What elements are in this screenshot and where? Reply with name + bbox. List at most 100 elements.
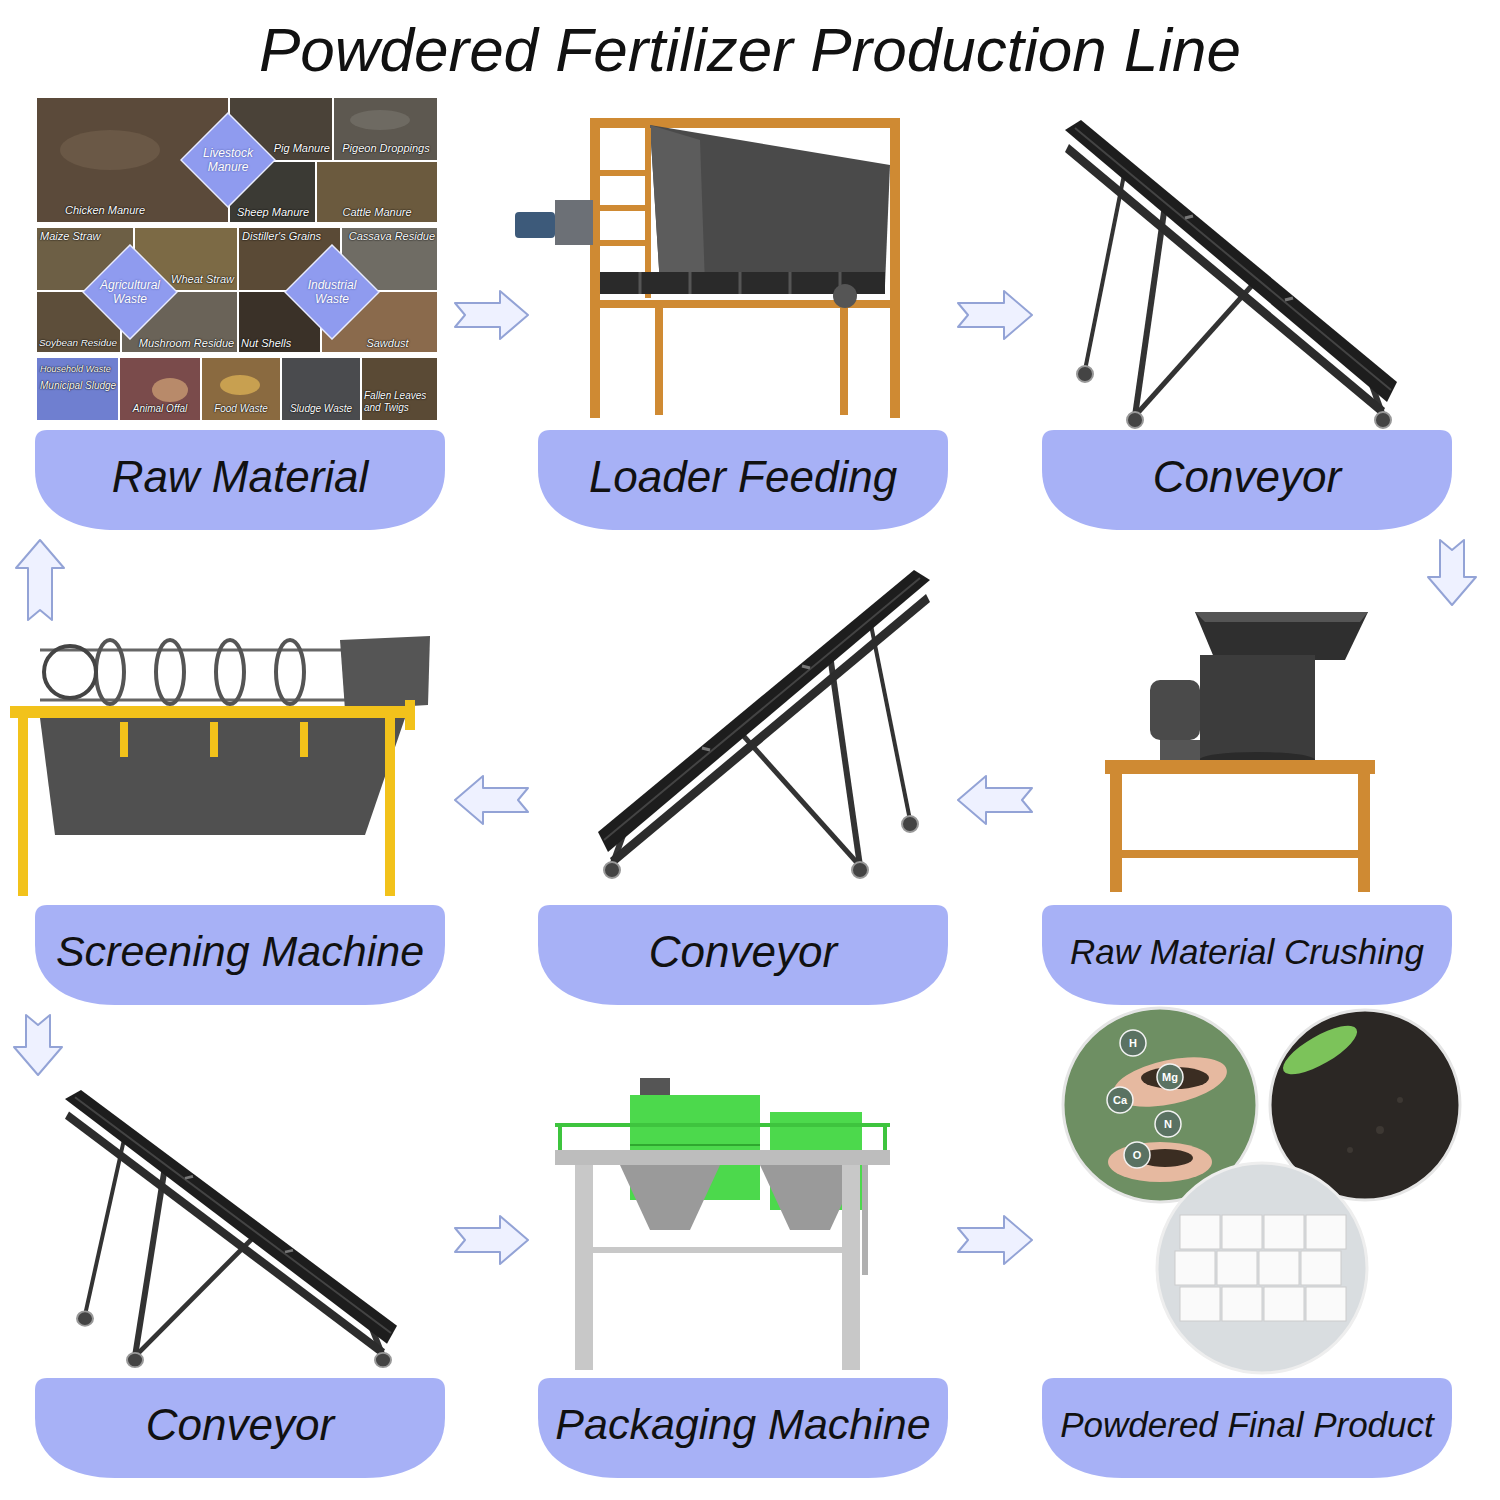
- banner-text-holder: Raw Material Crushing: [1042, 905, 1452, 1005]
- diamond-text-holder: Livestock Manure: [180, 112, 276, 208]
- product-photos: [1306, 1287, 1346, 1321]
- packaging-machine: [883, 1125, 887, 1150]
- diamond-text-holder: Industrial Waste: [284, 244, 380, 340]
- stage-banner: Screening Machine: [35, 905, 445, 1005]
- stage-banner: Conveyor: [538, 905, 948, 1005]
- material-caption: Distiller's Grains: [242, 230, 338, 243]
- element-symbol: Mg: [1155, 1069, 1185, 1085]
- product-photos: [1222, 1287, 1262, 1321]
- screening-machine: [96, 640, 124, 704]
- process-stage: Raw Material Crushing: [1042, 615, 1452, 1005]
- stage-banner: Conveyor: [35, 1378, 445, 1478]
- screening-machine: [10, 636, 430, 896]
- material-caption: Chicken Manure: [40, 204, 170, 217]
- stage-banner: Packaging Machine: [538, 1378, 948, 1478]
- crusher: [1195, 612, 1368, 622]
- loader-feeder: [833, 284, 857, 308]
- stage-label: Raw Material Crushing: [1070, 932, 1424, 972]
- product-photos: [1175, 1251, 1215, 1285]
- material-caption: Wheat Straw: [170, 273, 234, 286]
- packaging-machine: [558, 1125, 562, 1150]
- category-diamond: Livestock Manure: [180, 112, 276, 208]
- material-caption: Cassava Residue: [344, 230, 435, 243]
- banner-shape: [538, 430, 948, 530]
- diamond-text-holder: Agricultural Waste: [82, 244, 178, 340]
- flow-arrow: [455, 1216, 528, 1264]
- packaging-machine: [620, 1165, 720, 1230]
- loader-feeder: [650, 125, 890, 285]
- banner-text-holder: Powdered Final Product: [1042, 1378, 1452, 1478]
- material-caption: Maize Straw: [40, 230, 130, 243]
- crusher: [1105, 612, 1375, 892]
- diagram-title: Powdered Fertilizer Production Line: [0, 14, 1500, 85]
- screening-machine: [18, 718, 28, 896]
- flow-arrow: [958, 776, 1032, 824]
- raw-material-collage: [152, 378, 188, 402]
- stage-banner: Raw Material Crushing: [1042, 905, 1452, 1005]
- process-stage: Conveyor: [35, 1085, 445, 1478]
- flow-arrow: [14, 1015, 62, 1075]
- product-photos: [1217, 1251, 1257, 1285]
- stage-label: Raw Material: [112, 452, 369, 503]
- packaging-machine: [575, 1165, 593, 1370]
- stage-label: Packaging Machine: [555, 1400, 930, 1449]
- screening-machine: [405, 700, 415, 730]
- screening-machine: [120, 722, 128, 757]
- process-stage: Conveyor: [538, 565, 948, 1005]
- flow-arrow: [455, 776, 528, 824]
- material-caption: Soybean Residue: [39, 337, 120, 349]
- process-stage: Loader Feeding: [538, 95, 948, 530]
- banner-text-holder: Loader Feeding: [538, 430, 948, 530]
- element-symbol: N: [1153, 1116, 1183, 1132]
- stage-banner: Raw Material: [35, 430, 445, 530]
- material-caption: Sludge Waste: [284, 403, 358, 415]
- crusher: [1110, 774, 1122, 892]
- raw-material-collage: [37, 358, 118, 420]
- banner-shape: [538, 1378, 948, 1478]
- product-photos: [1063, 1008, 1460, 1373]
- screening-machine: [10, 706, 410, 718]
- stage-banner: Conveyor: [1042, 430, 1452, 530]
- material-caption: Food Waste: [204, 403, 278, 415]
- material-caption: Cattle Manure: [319, 206, 435, 219]
- category-label: Agricultural Waste: [99, 278, 160, 307]
- loader-feeder: [598, 240, 648, 246]
- product-photos: [1376, 1126, 1384, 1134]
- product-photos: [1264, 1215, 1304, 1249]
- product-photos: [1306, 1215, 1346, 1249]
- material-caption: Household Waste: [40, 364, 117, 375]
- packaging-machine: [842, 1165, 860, 1370]
- product-photos: [1397, 1097, 1403, 1103]
- stage-label: Conveyor: [649, 927, 837, 978]
- stage-label: Conveyor: [1153, 452, 1341, 503]
- material-caption: Pigeon Droppings: [336, 142, 436, 155]
- material-caption: Nut Shells: [241, 337, 319, 350]
- screening-machine: [210, 722, 218, 757]
- loader-feeder: [515, 212, 555, 238]
- screening-machine: [44, 646, 96, 698]
- banner-text-holder: Screening Machine: [35, 905, 445, 1005]
- category-diamond: Agricultural Waste: [82, 244, 178, 340]
- crusher: [1200, 655, 1315, 760]
- banner-shape: [1042, 430, 1452, 530]
- crusher: [1150, 680, 1200, 740]
- raw-material-collage: [282, 358, 360, 420]
- stage-banner: Loader Feeding: [538, 430, 948, 530]
- raw-material-collage: [362, 358, 437, 420]
- stage-label: Powdered Final Product: [1060, 1405, 1434, 1445]
- raw-material-collage: [334, 98, 437, 160]
- raw-material-collage: [350, 110, 410, 130]
- loader-feeder: [590, 118, 600, 418]
- raw-material-collage: [37, 98, 437, 420]
- process-stage: Packaging Machine: [538, 1020, 948, 1478]
- process-stage: Conveyor: [1042, 95, 1452, 530]
- loader-feeder: [515, 118, 900, 418]
- product-photos: [1264, 1287, 1304, 1321]
- loader-feeder: [890, 118, 900, 418]
- banner-shape: [1042, 1378, 1452, 1478]
- loader-feeder: [840, 300, 848, 415]
- flow-arrow: [16, 540, 64, 620]
- belt-conveyor: [598, 570, 930, 878]
- material-caption: Fallen Leaves and Twigs: [364, 390, 436, 414]
